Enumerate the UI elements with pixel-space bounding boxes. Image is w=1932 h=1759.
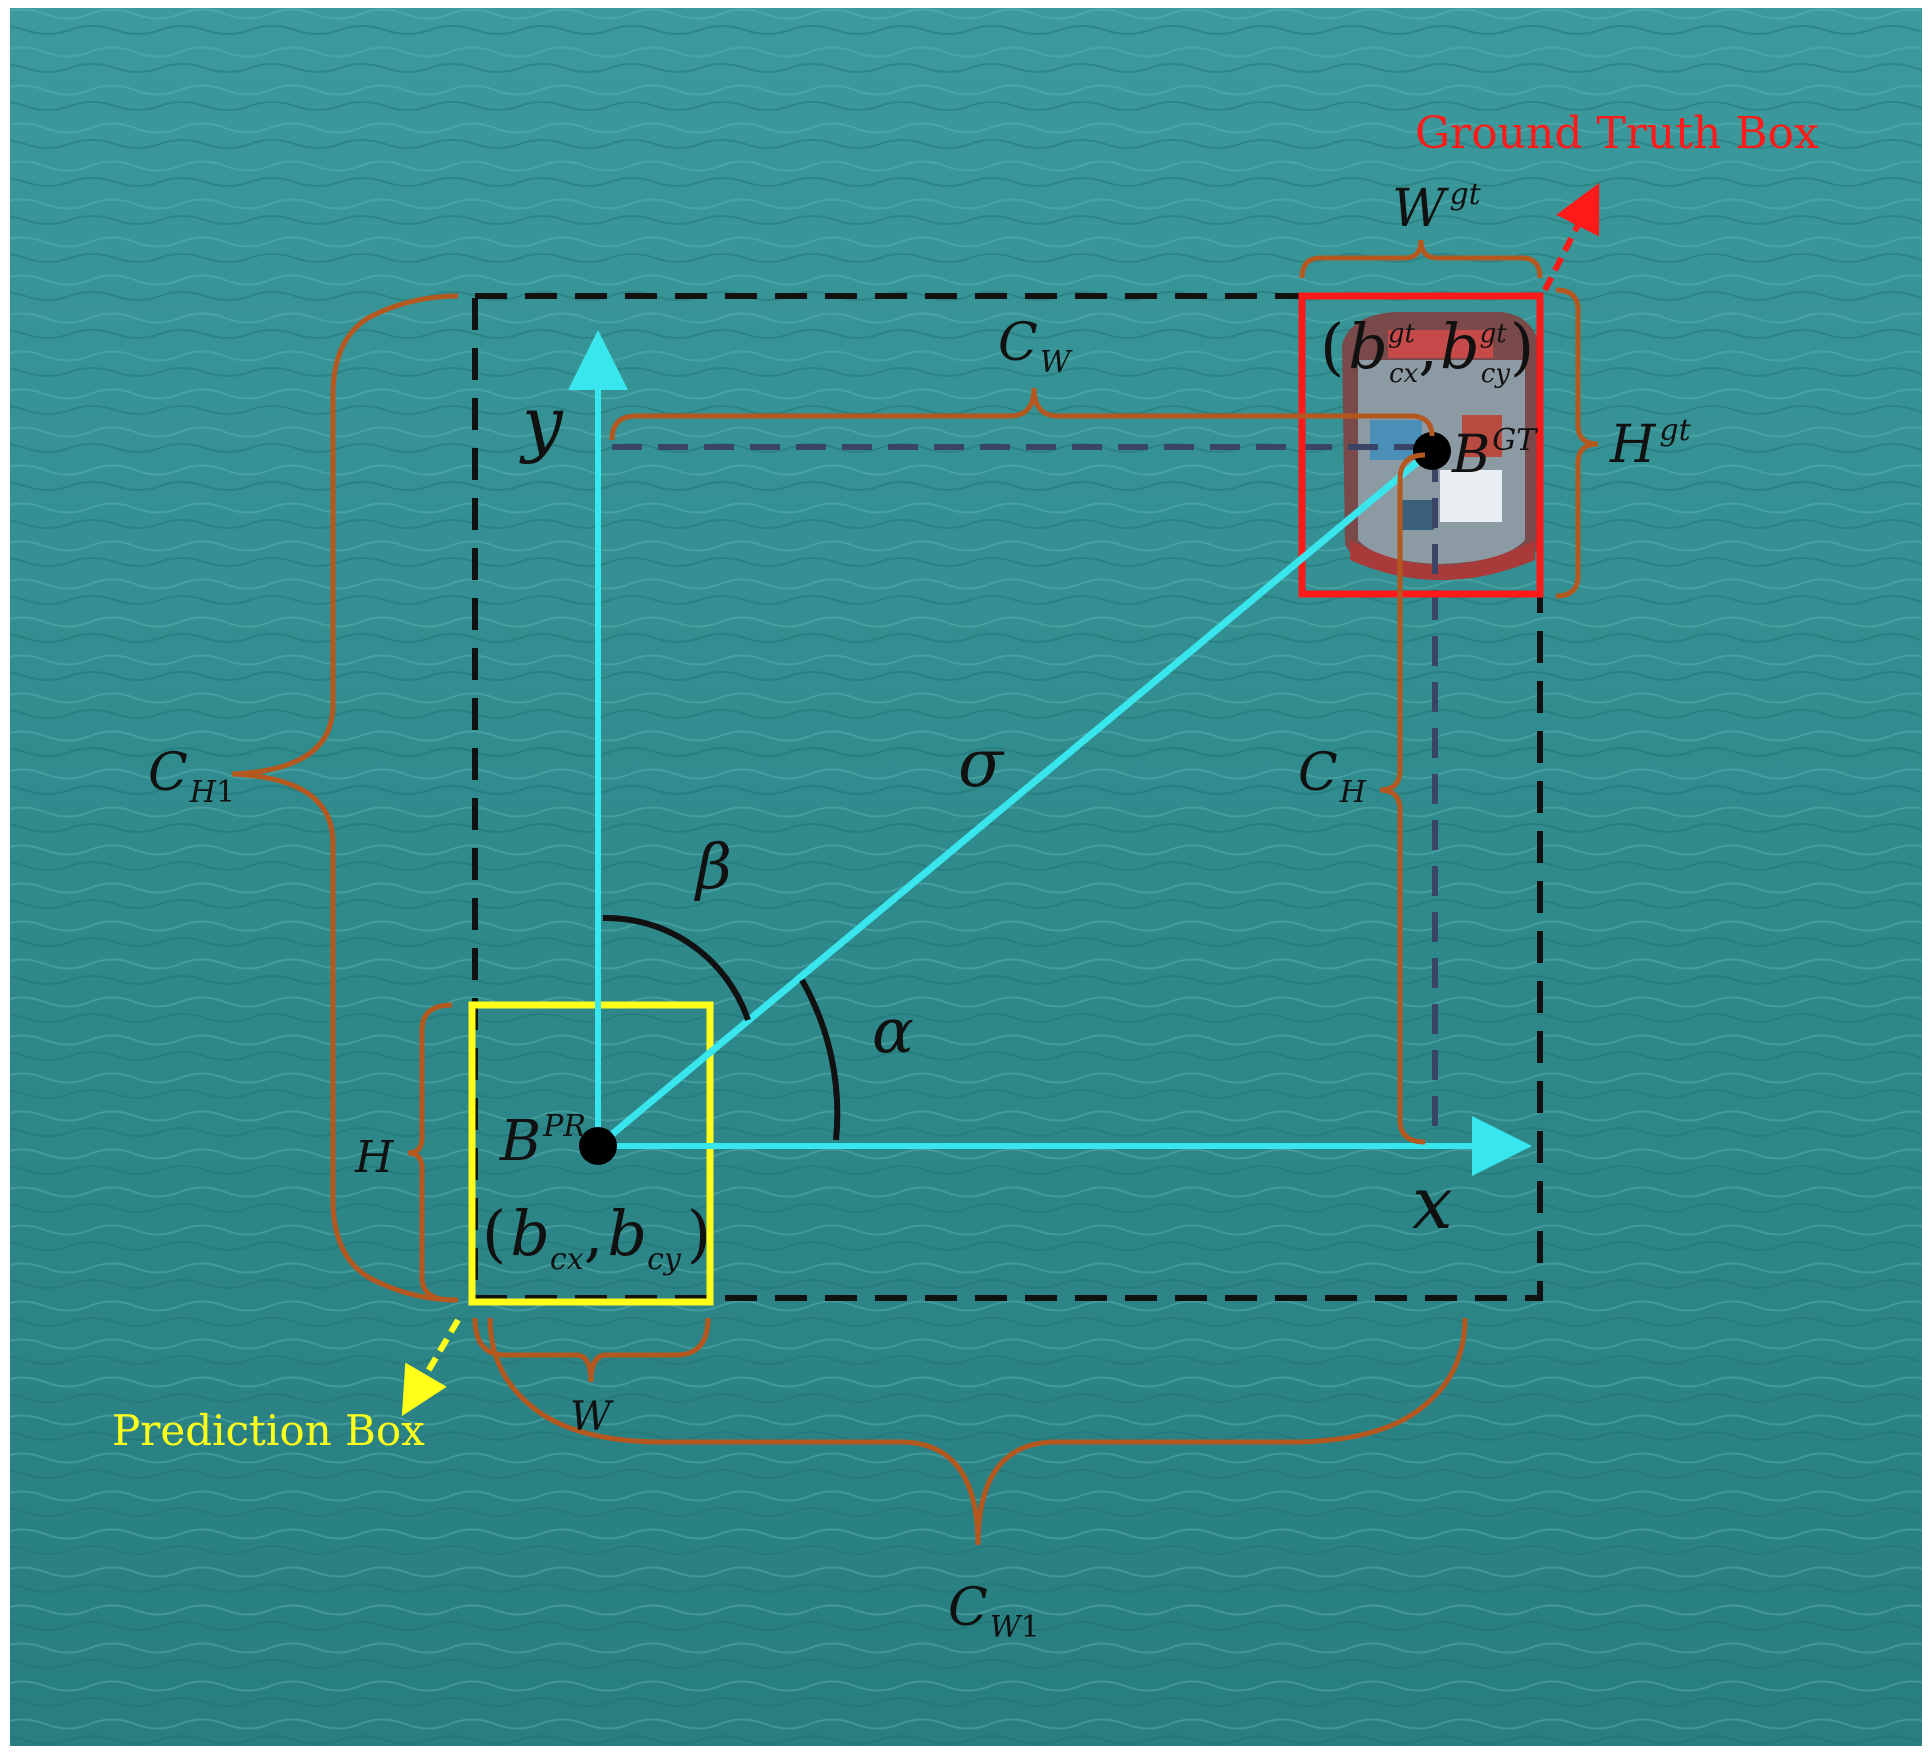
enclosing-box — [472, 293, 1543, 1301]
ground-truth-box — [1298, 292, 1544, 598]
ch-label: CH — [1298, 743, 1367, 810]
pr-center-coordinates: (bcx,bcy) — [482, 1197, 711, 1277]
beta-angle-arc — [602, 914, 751, 1021]
ch-brace — [1379, 452, 1426, 1145]
h-label: H — [354, 1132, 395, 1183]
cw-label: CW — [998, 313, 1073, 380]
sigma-label: σ — [958, 725, 1005, 802]
y-axis-label: y — [519, 381, 564, 465]
ch1-brace — [231, 293, 459, 1303]
sea-wave-texture — [10, 8, 1922, 1746]
ch1-label: CH1 — [148, 743, 235, 810]
alpha-label: α — [872, 994, 914, 1067]
w-gt-brace — [1299, 239, 1543, 279]
prediction-box — [468, 1001, 714, 1306]
w-label: W — [570, 1394, 614, 1440]
cw1-brace — [487, 1317, 1468, 1546]
ground-truth-box-label: Ground Truth Box — [1415, 108, 1819, 159]
ground-truth-pointer-arrow — [1542, 182, 1600, 292]
w-brace — [472, 1317, 711, 1383]
cw1-label: CW1 — [948, 1578, 1040, 1645]
ground-truth-center-point — [1413, 432, 1451, 470]
h-gt-brace — [1555, 287, 1599, 599]
alpha-angle-arc — [799, 978, 841, 1141]
prediction-pointer-arrow — [401, 1318, 461, 1417]
x-axis-label: x — [1412, 1161, 1453, 1245]
b-pr-label: BPR — [499, 1109, 586, 1174]
center-distance-line — [595, 447, 1435, 1149]
cw-brace — [609, 387, 1435, 441]
h-brace — [407, 1002, 453, 1303]
prediction-box-label: Prediction Box — [112, 1406, 425, 1455]
beta-label: β — [694, 830, 732, 903]
b-gt-label: BGT — [1451, 423, 1538, 485]
prediction-center-point — [579, 1127, 617, 1165]
